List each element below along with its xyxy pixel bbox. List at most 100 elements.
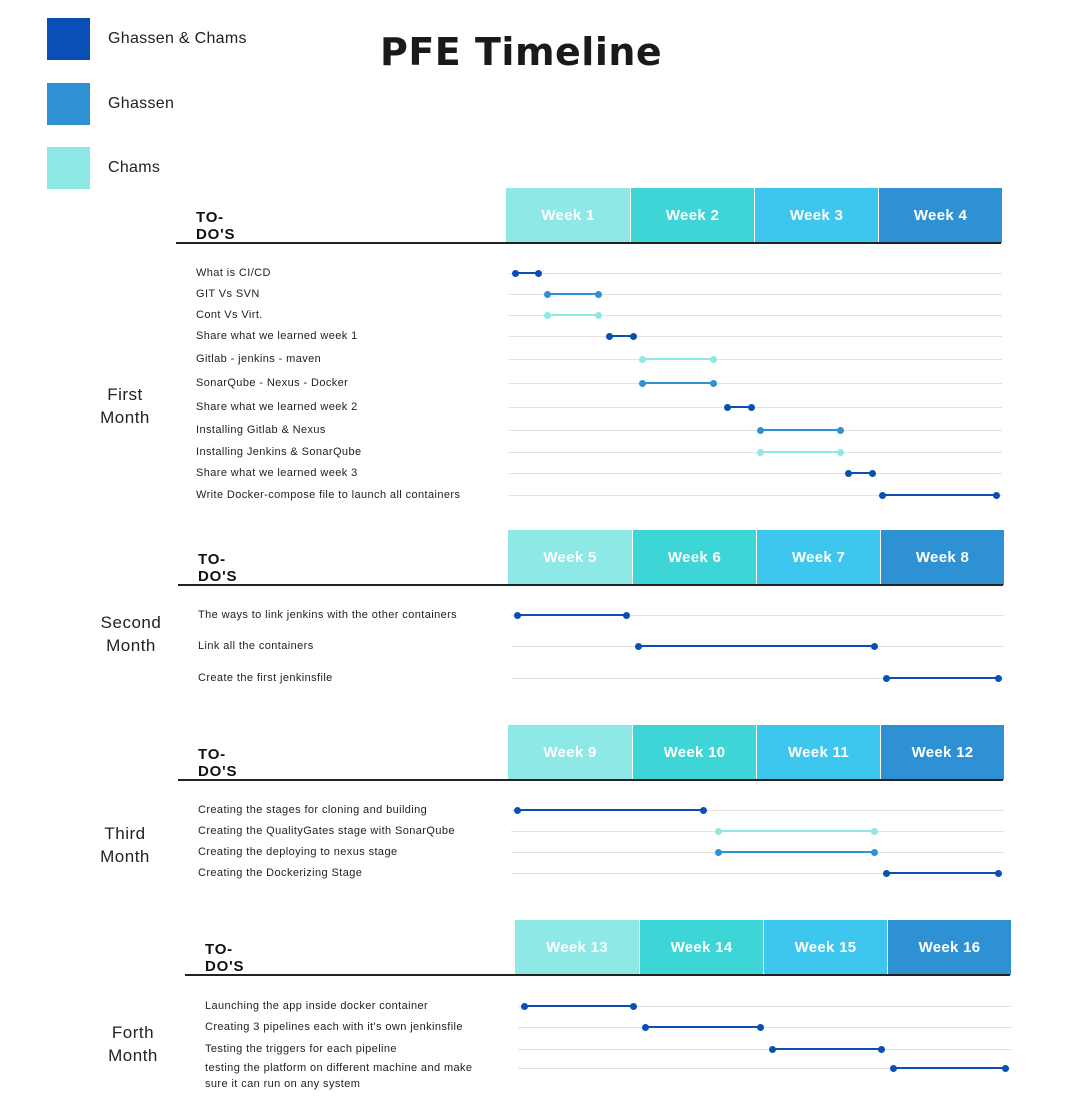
todo-header: TO-DO'S: [198, 551, 238, 585]
task-start-dot: [757, 448, 765, 456]
task-start-dot: [878, 491, 886, 499]
task-start-dot: [605, 332, 613, 340]
task-end-dot: [710, 379, 718, 387]
week-header: Week 4: [878, 188, 1002, 243]
task-end-dot: [871, 827, 879, 835]
task-start-dot: [520, 1002, 528, 1010]
legend-swatch: [47, 83, 90, 125]
task-gridline: [511, 615, 1004, 616]
task-gridline: [518, 1068, 1011, 1069]
task-bar: [639, 355, 718, 363]
week-header: Week 15: [763, 920, 887, 975]
task-bar: [520, 1002, 638, 1010]
week-header: Week 16: [887, 920, 1011, 975]
task-bar: [768, 1045, 886, 1053]
task-end-dot: [756, 1023, 764, 1031]
task-gridline: [509, 359, 1002, 360]
task-bar: [757, 448, 844, 456]
task-start-dot: [890, 1064, 898, 1072]
task-gridline: [518, 1006, 1011, 1007]
task-gridline: [509, 336, 1002, 337]
legend-swatch: [47, 147, 90, 189]
task-label: Creating the Dockerizing Stage: [198, 867, 363, 879]
task-bar: [883, 869, 1003, 877]
legend-label: Chams: [108, 159, 161, 176]
week-header: Week 1: [506, 188, 630, 243]
task-bar: [714, 848, 879, 856]
page-title: PFE Timeline: [380, 30, 663, 74]
week-header: Week 11: [756, 725, 880, 780]
task-bar: [642, 1023, 764, 1031]
task-end-dot: [594, 290, 602, 298]
task-bar: [635, 642, 879, 650]
task-bar: [513, 806, 707, 814]
task-end-dot: [836, 426, 844, 434]
task-label: Create the first jenkinsfile: [198, 672, 333, 684]
task-start-dot: [768, 1045, 776, 1053]
week-header: Week 3: [754, 188, 878, 243]
todo-header: TO-DO'S: [198, 746, 238, 780]
task-bar: [878, 491, 1001, 499]
task-label: Creating the deploying to nexus stage: [198, 846, 398, 858]
task-label: Gitlab - jenkins - maven: [196, 353, 322, 365]
task-start-dot: [883, 869, 891, 877]
task-gridline: [509, 273, 1002, 274]
header-divider: [178, 779, 1003, 781]
task-bar: [714, 827, 879, 835]
task-bar: [639, 379, 718, 387]
task-end-dot: [629, 332, 637, 340]
week-header: Week 10: [632, 725, 756, 780]
task-end-dot: [699, 806, 707, 814]
task-label: The ways to link jenkins with the other …: [198, 609, 458, 621]
task-gridline: [518, 1027, 1011, 1028]
task-gridline: [509, 294, 1002, 295]
task-gridline: [511, 678, 1004, 679]
task-start-dot: [639, 355, 647, 363]
week-header: Week 9: [508, 725, 632, 780]
task-label: Testing the triggers for each pipeline: [205, 1043, 397, 1055]
task-label: Creating 3 pipelines each with it's own …: [205, 1021, 463, 1033]
task-label: Share what we learned week 1: [196, 330, 358, 342]
task-label: Installing Jenkins & SonarQube: [196, 446, 362, 458]
task-label: Share what we learned week 2: [196, 401, 358, 413]
legend-swatch: [47, 18, 90, 60]
task-start-dot: [639, 379, 647, 387]
week-header: Week 12: [880, 725, 1004, 780]
todo-header: TO-DO'S: [196, 209, 236, 243]
header-divider: [178, 584, 1003, 586]
task-start-dot: [714, 848, 722, 856]
task-start-dot: [714, 827, 722, 835]
task-start-dot: [883, 674, 891, 682]
task-bar: [513, 611, 631, 619]
task-bar: [757, 426, 844, 434]
header-divider: [185, 974, 1010, 976]
task-end-dot: [871, 642, 879, 650]
task-label: GIT Vs SVN: [196, 288, 260, 300]
task-gridline: [509, 315, 1002, 316]
task-label: Creating the QualityGates stage with Son…: [198, 825, 455, 837]
task-start-dot: [513, 611, 521, 619]
task-label: testing the platform on different machin…: [205, 1062, 473, 1090]
task-bar: [890, 1064, 1010, 1072]
task-gridline: [511, 810, 1004, 811]
task-start-dot: [845, 469, 853, 477]
task-end-dot: [1002, 1064, 1010, 1072]
task-gridline: [509, 407, 1002, 408]
task-label: Installing Gitlab & Nexus: [196, 424, 326, 436]
task-end-dot: [836, 448, 844, 456]
task-label: Share what we learned week 3: [196, 467, 358, 479]
task-label: What is CI/CD: [196, 267, 271, 279]
task-label: Cont Vs Virt.: [196, 309, 263, 321]
todo-header: TO-DO'S: [205, 941, 245, 975]
task-bar: [605, 332, 637, 340]
task-end-dot: [594, 311, 602, 319]
week-header: Week 7: [756, 530, 880, 585]
task-gridline: [509, 495, 1002, 496]
task-gridline: [511, 873, 1004, 874]
